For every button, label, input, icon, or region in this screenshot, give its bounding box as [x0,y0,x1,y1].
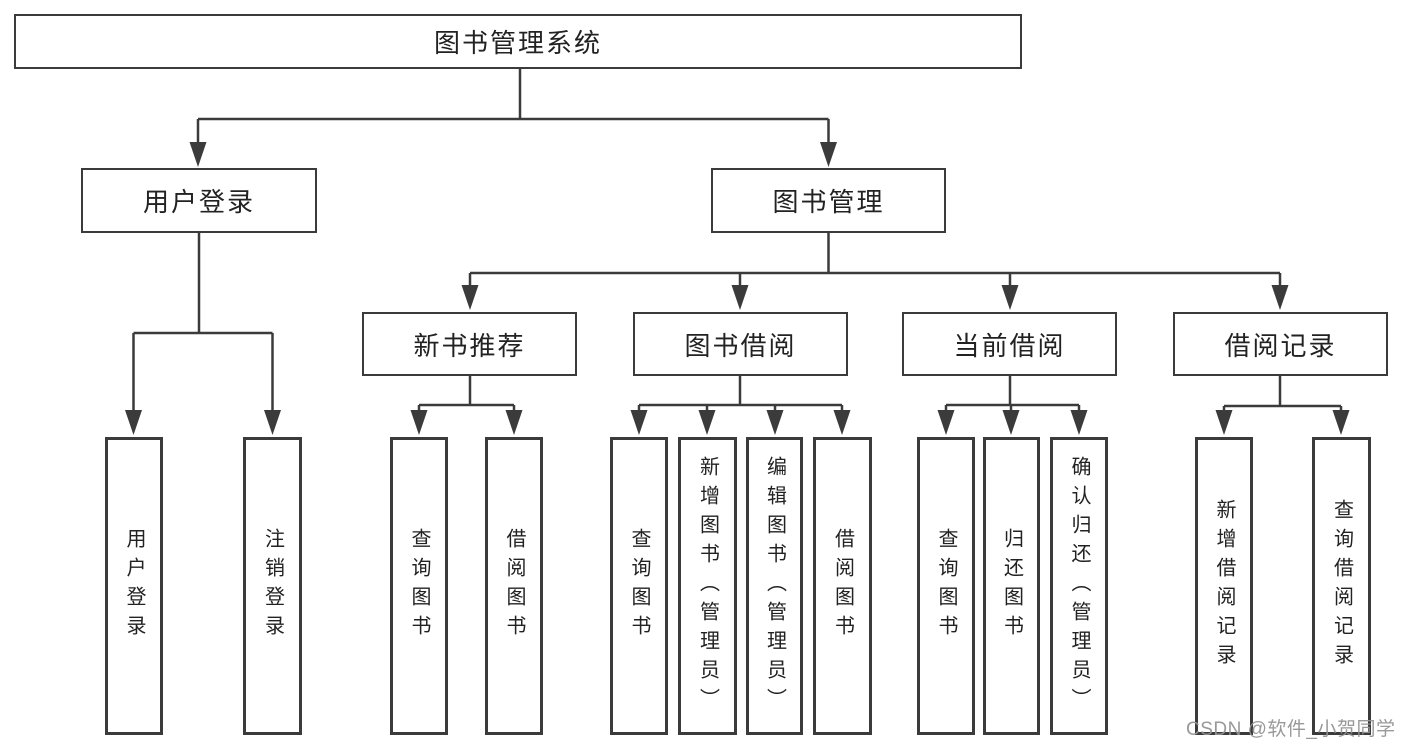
leaf-label: 借阅图书 [831,528,854,644]
leaf-query-books-borrow: 查询图书 [610,437,668,735]
leaf-confirm-return-admin: 确认归还（管理员） [1050,437,1108,735]
leaf-logout: 注销登录 [243,437,302,735]
arrowheads [125,142,1350,435]
leaf-edit-book-admin: 编辑图书（管理员） [746,437,803,735]
leaf-label: 查询图书 [628,528,650,644]
leaf-label: 查询图书 [408,528,430,644]
leaf-add-book-admin: 新增图书（管理员） [678,437,737,735]
node-label: 图书管理 [772,187,885,217]
leaf-add-borrow-record: 新增借阅记录 [1195,437,1253,735]
leaf-borrow-books: 借阅图书 [813,437,872,735]
leaf-label: 注销登录 [261,528,284,644]
leaf-label: 借阅图书 [503,528,525,644]
leaf-query-borrow-record: 查询借阅记录 [1312,437,1371,735]
node-book-borrowing: 图书借阅 [633,312,848,376]
leaf-user-login: 用户登录 [105,437,163,735]
leaf-label: 查询借阅记录 [1330,499,1353,673]
node-label: 图书管理系统 [433,28,602,58]
node-label: 新书推荐 [413,330,526,361]
leaf-return-books: 归还图书 [983,437,1040,735]
leaf-label: 归还图书 [1000,528,1023,644]
node-label: 图书借阅 [684,330,797,361]
node-user-login: 用户登录 [81,168,317,233]
node-borrowing-records: 借阅记录 [1173,312,1388,376]
leaf-label: 用户登录 [123,528,145,644]
leaf-label: 新增借阅记录 [1213,499,1235,673]
leaf-label: 查询图书 [935,528,957,644]
leaf-label: 编辑图书（管理员） [763,455,786,717]
node-current-borrowing: 当前借阅 [902,312,1117,376]
node-label: 用户登录 [142,187,255,217]
node-label: 当前借阅 [953,330,1066,361]
leaf-label: 新增图书（管理员） [696,455,719,717]
node-library-management-system: 图书管理系统 [14,14,1022,69]
node-label: 借阅记录 [1224,330,1337,361]
node-book-management: 图书管理 [711,168,946,233]
watermark: CSDN @软件_小贺同学 [1186,719,1396,740]
leaf-label: 确认归还（管理员） [1068,455,1090,717]
leaf-query-books-current: 查询图书 [917,437,975,735]
node-new-book-recommendation: 新书推荐 [362,312,577,376]
leaf-query-books-recommend: 查询图书 [390,437,448,735]
leaf-borrow-books-recommend: 借阅图书 [485,437,543,735]
